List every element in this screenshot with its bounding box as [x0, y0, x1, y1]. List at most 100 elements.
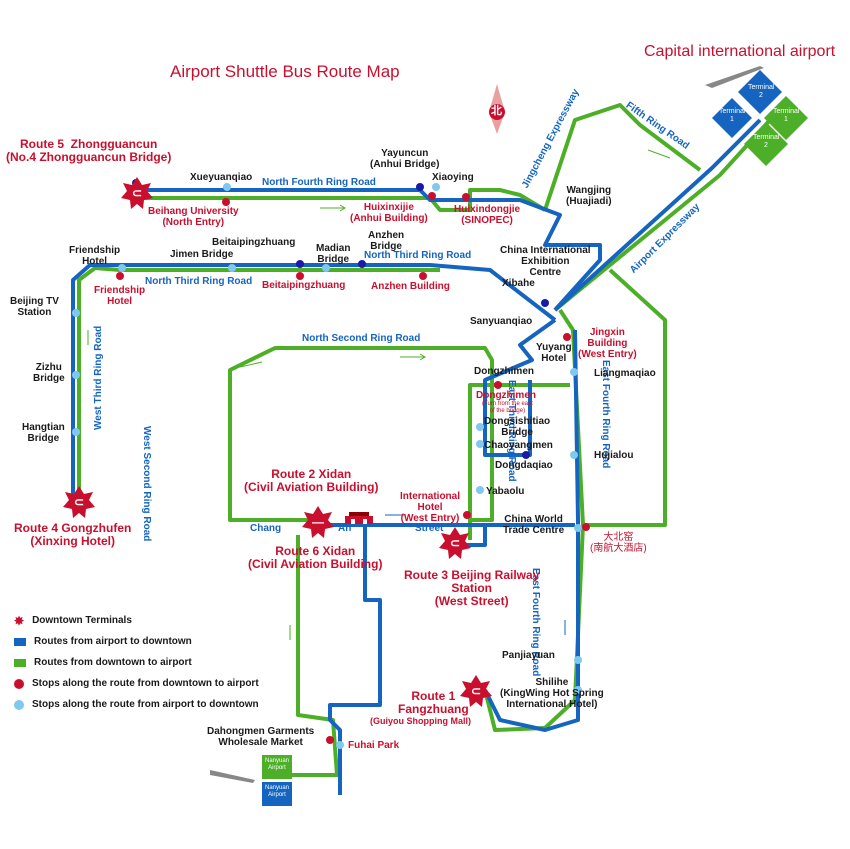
green-line-icon — [14, 658, 26, 667]
stop-dahongmen: Dahongmen Garments Wholesale Market — [207, 726, 315, 748]
direction-arrows — [87, 149, 671, 640]
svg-text:⊂: ⊂ — [450, 536, 460, 550]
stop-intl-hotel: International Hotel (West Entry) — [400, 491, 461, 524]
nanyuan-green-box — [262, 755, 292, 779]
road-north-fourth: North Fourth Ring Road — [262, 177, 376, 188]
terminal-1-green: Terminal 1 — [773, 108, 800, 123]
terminal-2-blue: Terminal 2 — [748, 84, 775, 99]
stop-liangmaqiao: Liangmaqiao — [594, 368, 656, 379]
legend-red-stop-label: Stops along the route from downtown to a… — [32, 678, 259, 689]
stop-wangjing: Wangjing (Huajiadi) — [566, 185, 612, 207]
capital-airport-terminals — [712, 70, 808, 166]
stop-dongsishitiao: Dongsishitiao Bridge — [484, 416, 551, 438]
tiananmen-icon — [345, 512, 373, 524]
compass-label: 北 — [491, 105, 502, 117]
route-2-label: Route 2 Xidan (Civil Aviation Building) — [244, 467, 379, 494]
stop-beitaipingzhuang: Beitaipingzhuang — [212, 237, 296, 248]
terminal-star-icon: ⊂ — [63, 486, 95, 518]
stop-jingxin: Jingxin Building (West Entry) — [578, 327, 637, 360]
stop-shilihe: Shilihe (KingWing Hot Spring Internation… — [500, 677, 604, 710]
svg-text:—: — — [312, 515, 324, 529]
legend-terminal-label: Downtown Terminals — [32, 615, 132, 626]
stop-yuyang: Yuyang Hotel — [536, 342, 572, 364]
terminal-2-green: Terminal 2 — [753, 134, 780, 149]
nanyuan-blue-label: Nanyuan Airport — [264, 785, 290, 798]
road-west-third: West Third Ring Road — [93, 325, 104, 430]
road-changan-2: An — [338, 523, 352, 534]
road-north-third-2: North Third Ring Road — [364, 250, 472, 261]
road-north-third: North Third Ring Road — [145, 276, 253, 287]
stop-yayuncun: Yayuncun (Anhui Bridge) — [370, 148, 440, 170]
svg-text:⊂: ⊂ — [74, 495, 84, 509]
legend-blue-route-label: Routes from airport to downtown — [34, 636, 192, 647]
stop-xiaoying: Xiaoying — [432, 172, 474, 183]
stop-anzhen: Anzhen Bridge — [368, 230, 405, 252]
stop-xibahe: Xibahe — [502, 278, 535, 289]
route-3-label: Route 3 Beijing Railway Station (West St… — [404, 568, 540, 608]
route-4-label: Route 4 Gongzhufen (Xinxing Hotel) — [14, 521, 132, 548]
stop-dongdaqiao: Dongdaqiao — [495, 460, 553, 471]
stop-hujialou: Hujialou — [594, 450, 634, 461]
compass-icon — [489, 84, 505, 134]
route-6-label: Route 6 Xidan (Civil Aviation Building) — [248, 544, 383, 571]
airplane-icon — [210, 66, 764, 783]
terminal-star-icon: ⊂ — [121, 177, 153, 209]
nanyuan-blue-box — [262, 782, 292, 806]
route-5-label: Route 5 Zhongguancun (No.4 Zhongguancun … — [6, 137, 172, 164]
road-changan-3: Street — [415, 523, 444, 534]
legend: ✸ Downtown Terminals Routes from airport… — [14, 610, 259, 715]
route-1-label: Route 1 Fangzhuang — [398, 689, 469, 716]
stop-zizhu: Zizhu Bridge — [33, 362, 65, 384]
stop-xueyuanqiao: Xueyuanqiao — [190, 172, 253, 183]
legend-blue-route: Routes from airport to downtown — [14, 631, 259, 652]
road-north-second: North Second Ring Road — [302, 333, 421, 344]
stop-anzhen-building: Anzhen Building — [371, 281, 450, 292]
stop-china-intl-exhibition: China International Exhibition Centre — [500, 245, 591, 278]
terminal-star-icon: ✸ — [14, 613, 25, 628]
green-routes — [77, 103, 772, 777]
svg-text:⊂: ⊂ — [132, 186, 142, 200]
outbound-stops — [116, 192, 590, 744]
stop-sanyuanqiao: Sanyuanqiao — [470, 316, 533, 327]
stop-chaoyangmen: Chaoyangmen — [484, 440, 553, 451]
map-title: Airport Shuttle Bus Route Map — [170, 62, 400, 81]
stop-jimen: Jimen Bridge — [170, 249, 234, 260]
svg-text:⊂: ⊂ — [471, 684, 481, 698]
red-dot-icon — [14, 678, 24, 689]
stop-yabaolu: Yabaolu — [486, 486, 525, 497]
stop-panjiayuan: Panjiayuan — [502, 650, 555, 661]
stop-beihang: Beihang University (North Entry) — [148, 206, 239, 228]
stop-fuhai-park: Fuhai Park — [348, 740, 400, 751]
route-1-sublabel: (Guiyou Shopping Mall) — [370, 716, 471, 726]
stop-huixinxijie: Huixinxijie (Anhui Building) — [350, 202, 428, 224]
stop-china-world: China World Trade Centre — [503, 514, 565, 536]
stop-hangtian: Hangtian Bridge — [22, 422, 65, 444]
stop-madian: Madian Bridge — [316, 243, 351, 265]
nanyuan-green-label: Nanyuan Airport — [264, 758, 290, 771]
terminal-star-icon: — — [302, 506, 334, 538]
stop-dongzhimen-note: (Turn from the east of the bridge) — [482, 401, 533, 414]
legend-blue-stop-label: Stops along the route from airport to do… — [32, 699, 259, 710]
road-changan-1: Chang — [250, 523, 282, 534]
stop-dabeiyao: 大北窑 (南航大酒店) — [590, 532, 647, 554]
stop-dongzhimen-red: Dongzhimen — [476, 390, 536, 401]
terminal-star-icons: ⊂ ⊂ — ⊂ ⊂ — [63, 177, 492, 707]
airport-title: Capital international airport — [644, 43, 836, 60]
terminal-1-blue: Terminal 1 — [719, 108, 746, 123]
stop-huixindongjie: Huixindongjie (SINOPEC) — [454, 204, 521, 226]
terminal-star-icon: ⊂ — [460, 675, 492, 707]
legend-green-route: Routes from downtown to airport — [14, 652, 259, 673]
terminal-star-icon: ⊂ — [439, 527, 471, 559]
stop-friendship-hotel-red: Friendship Hotel — [94, 285, 146, 307]
stop-friendship: Friendship Hotel — [69, 245, 121, 267]
road-west-second: West Second Ring Road — [141, 426, 152, 542]
legend-blue-stop: Stops along the route from airport to do… — [14, 694, 259, 715]
inbound-stops — [72, 183, 582, 749]
legend-terminal: ✸ Downtown Terminals — [14, 610, 259, 631]
legend-red-stop: Stops along the route from downtown to a… — [14, 673, 259, 694]
stop-beitaipingzhuang-red: Beitaipingzhuang — [262, 280, 346, 291]
blue-line-icon — [14, 637, 26, 646]
stop-dongzhimen: Dongzhimen — [474, 366, 534, 377]
stop-beijing-tv: Beijing TV Station — [10, 296, 59, 318]
